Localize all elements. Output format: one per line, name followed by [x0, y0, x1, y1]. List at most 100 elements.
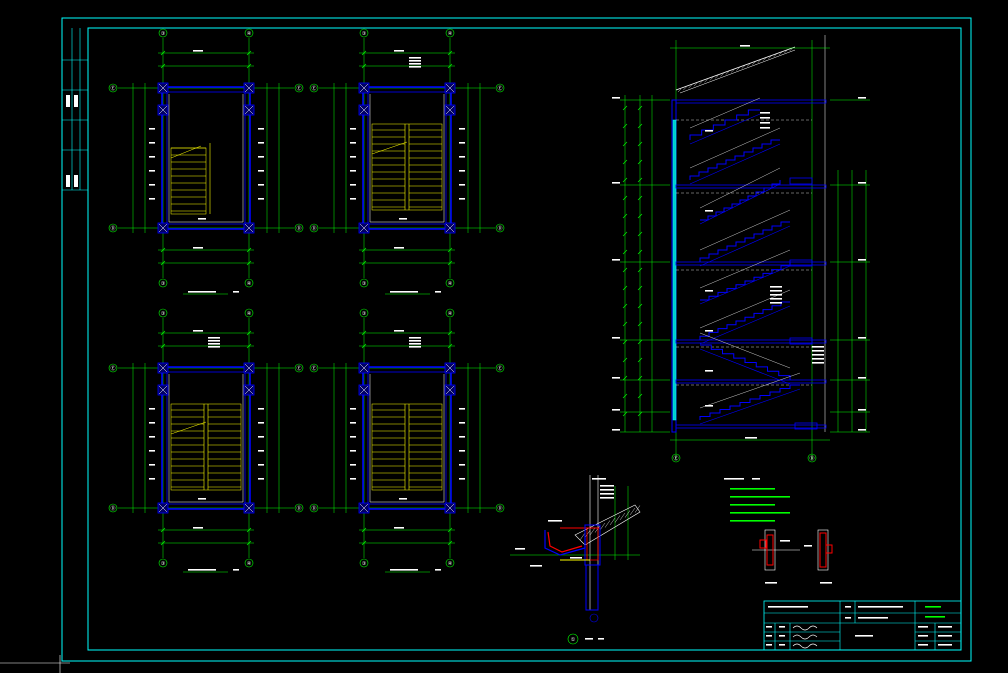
- detail-note: [600, 485, 614, 487]
- grid-bubble-label: Ⓔ: [296, 365, 301, 372]
- stair-soffit: [689, 143, 781, 185]
- dim-text: [350, 198, 356, 200]
- dim-text: [149, 450, 155, 452]
- detail-note: [592, 478, 606, 480]
- section-note: [760, 127, 770, 129]
- beam-section: [764, 529, 776, 571]
- grid-bubble: [309, 503, 319, 513]
- landing: [794, 422, 818, 430]
- wall-inner: [367, 371, 447, 505]
- section-title: [765, 582, 777, 584]
- dim-text: [459, 422, 465, 424]
- grid-bubble-label: Ⓔ: [311, 85, 316, 92]
- stair-note: [409, 63, 421, 65]
- column-hatch: [244, 363, 254, 373]
- stair-note: [208, 346, 220, 348]
- handrail: [689, 97, 761, 129]
- detail-scale: [598, 638, 604, 640]
- slab-hatch: [614, 515, 621, 523]
- notes-title: [724, 478, 744, 480]
- stair-flight: [170, 403, 242, 491]
- stair-flight: [371, 123, 443, 211]
- dim-tick: [622, 141, 628, 147]
- roof-hatch: [704, 79, 708, 83]
- field-label: [918, 635, 928, 637]
- column-hatch: [158, 363, 168, 373]
- section-note: [705, 210, 713, 212]
- roof-hatch: [731, 69, 735, 73]
- field-value: [938, 635, 952, 637]
- stair-note: [409, 60, 421, 62]
- section-note: [812, 350, 824, 352]
- grid-bubble: [294, 363, 304, 373]
- dim-tick: [447, 247, 453, 253]
- section-note: [770, 290, 782, 292]
- project-name: [858, 606, 903, 608]
- drawing-frame: [61, 17, 972, 662]
- grid-bubble-label: Ⓓ: [311, 505, 316, 512]
- dim-text: [258, 478, 264, 480]
- column-hatch: [158, 385, 168, 395]
- grid-bubble-label: Ⓓ: [296, 505, 301, 512]
- grid-bubble: [445, 308, 455, 318]
- dim-tick: [361, 527, 367, 533]
- roof-hatch: [757, 59, 761, 63]
- roof-hatch: [688, 84, 692, 89]
- level-text: [858, 97, 866, 99]
- section-note: [760, 122, 770, 124]
- dim-text: [459, 156, 465, 158]
- dim-tick: [160, 50, 166, 56]
- dim-tick: [361, 540, 367, 546]
- drawing-no: [925, 616, 945, 618]
- roof-hatch: [746, 63, 751, 67]
- section-note: [770, 294, 782, 296]
- grid-bubble-label: Ⓔ: [673, 455, 678, 462]
- grid-bubble-label: ③: [362, 561, 367, 567]
- roof-hatch: [715, 75, 719, 79]
- note-line: [730, 504, 775, 506]
- grid-bubble: [108, 503, 118, 513]
- dim-text: [399, 218, 407, 220]
- dim-tick: [447, 260, 453, 266]
- dim-text: [459, 198, 465, 200]
- section-note: [770, 286, 782, 288]
- grid-bubble: [158, 308, 168, 318]
- dim-text: [350, 142, 356, 144]
- handrail: [699, 289, 791, 329]
- detail-note: [530, 565, 542, 567]
- grid-bubble-label: ③: [161, 31, 166, 37]
- item-name: [858, 617, 888, 619]
- stair-note: [409, 346, 421, 348]
- slab-hatch: [589, 527, 596, 536]
- dim-tick: [637, 393, 643, 399]
- grid-bubble-label: ④: [247, 31, 252, 37]
- dim-tick: [622, 123, 628, 129]
- dim-tick: [160, 330, 166, 336]
- column-hatch: [244, 503, 254, 513]
- grid-bubble-label: ③: [161, 311, 166, 317]
- stair-soffit: [699, 388, 801, 425]
- dim-tick: [622, 339, 628, 345]
- grid-bubble-label: ③: [362, 311, 367, 317]
- dim-text: [258, 464, 264, 466]
- roof-hatch: [699, 81, 703, 85]
- dim-tick: [447, 330, 453, 336]
- grid-bubble: [445, 278, 455, 288]
- grid-bubble-label: Ⓓ: [809, 455, 814, 462]
- wall-inner: [166, 91, 246, 225]
- field-value: [938, 644, 952, 646]
- window-strip: [672, 119, 677, 421]
- column: [585, 564, 599, 611]
- grid-bubble: [671, 453, 681, 463]
- roof-detail: ①: [510, 475, 641, 645]
- wall-inner: [166, 371, 246, 505]
- field-label: [918, 644, 928, 646]
- dim-text: [459, 142, 465, 144]
- grid-bubble-label: Ⓔ: [110, 85, 115, 92]
- grid-bubble: [244, 308, 254, 318]
- dim-text: [394, 247, 404, 249]
- rebar: [759, 539, 767, 549]
- dim-tick: [447, 343, 453, 349]
- slab-hatch: [609, 517, 616, 526]
